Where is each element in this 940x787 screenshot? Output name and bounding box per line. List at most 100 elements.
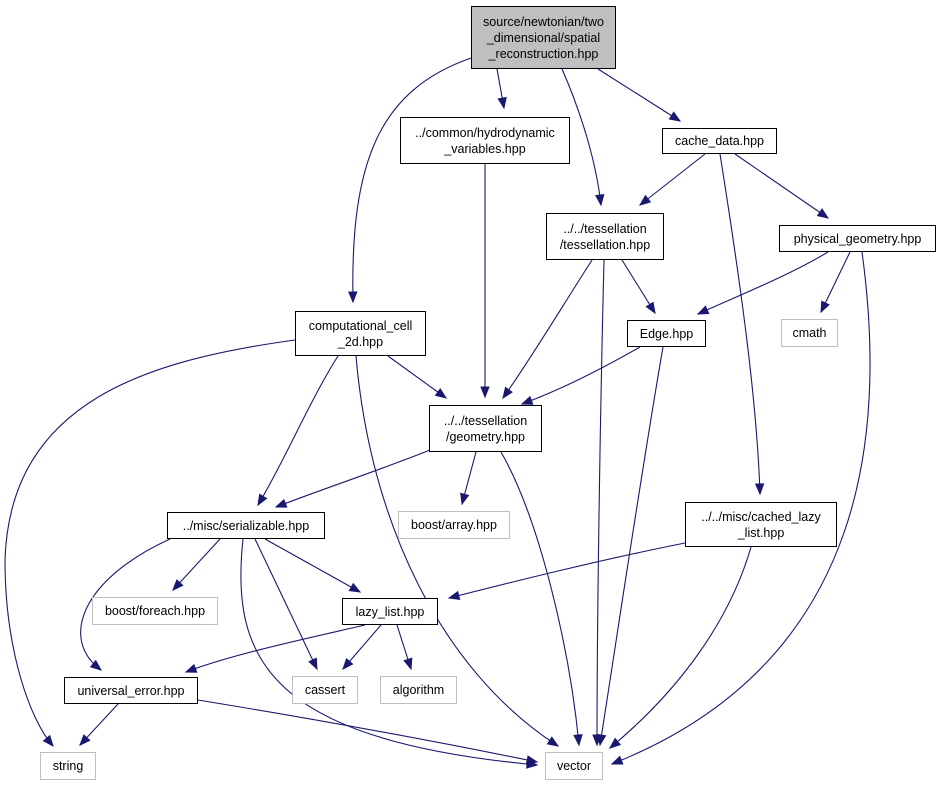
node-computational-cell-2d[interactable]: computational_cell _2d.hpp (295, 311, 426, 356)
edge-tessellation-to-geometry (502, 259, 593, 399)
node-label: Edge.hpp (639, 326, 694, 341)
node-label: physical_geometry.hpp (793, 231, 922, 246)
node-label-line: ../../tessellation (443, 413, 528, 428)
node-label-line: _variables.hpp (444, 141, 526, 156)
edge-arrowhead (497, 96, 507, 110)
edge-edge-to-vector (599, 346, 664, 746)
edge-serializable-to-boost_foreach (172, 538, 221, 591)
edge-arrowhead (308, 657, 318, 671)
node-algorithm[interactable]: algorithm (380, 676, 457, 704)
node-cached-lazy-list[interactable]: ../../misc/cached_lazy _list.hpp (685, 502, 837, 547)
node-label-line: source/newtonian/two (483, 14, 604, 29)
edge-arrowhead (816, 208, 830, 219)
node-serializable[interactable]: ../misc/serializable.hpp (167, 512, 325, 539)
edge-comp_cell-to-serializable (257, 355, 339, 506)
edge-serializable-to-lazy_list (264, 538, 361, 593)
edge-arrowhead (502, 386, 513, 400)
edge-arrowhead (460, 492, 470, 506)
node-label-line: /geometry.hpp (446, 429, 525, 444)
edge-root-to-tessellation (561, 68, 602, 206)
node-edge[interactable]: Edge.hpp (627, 320, 706, 347)
edge-arrowhead (403, 657, 413, 671)
edge-arrowhead (480, 386, 490, 399)
node-lazy-list[interactable]: lazy_list.hpp (342, 598, 438, 625)
edge-arrowhead (573, 734, 583, 747)
node-boost-foreach[interactable]: boost/foreach.hpp (92, 597, 218, 625)
node-label-line: /tessellation.hpp (559, 237, 651, 252)
edge-lazy_list-to-universal_error (185, 624, 366, 673)
node-physical-geometry[interactable]: physical_geometry.hpp (779, 225, 936, 252)
edge-arrowhead (79, 734, 91, 746)
edge-geometry-to-serializable (275, 449, 431, 508)
node-universal-error[interactable]: universal_error.hpp (64, 677, 198, 704)
edge-arrowhead (596, 733, 607, 747)
edge-arrowhead (525, 755, 539, 765)
edge-arrowhead (754, 483, 765, 496)
node-label-line: ../common/hydrodynamic (415, 125, 555, 140)
node-label: boost/foreach.hpp (104, 604, 206, 618)
edge-cached_lazy-to-vector (609, 546, 752, 749)
edge-physical_geometry-to-edge (697, 251, 829, 315)
edge-arrowhead (696, 305, 710, 315)
edge-physical_geometry-to-cmath (820, 251, 851, 313)
node-label-line: ../../tessellation (563, 221, 647, 236)
edge-arrowhead (274, 498, 288, 508)
edge-arrowhead (89, 659, 103, 671)
edge-arrowhead (645, 301, 656, 315)
node-cmath[interactable]: cmath (781, 319, 838, 347)
node-label: cache_data.hpp (675, 134, 764, 148)
edge-comp_cell-to-vector (355, 355, 559, 747)
edge-physical_geometry-to-vector (611, 251, 871, 765)
edge-arrowhead (595, 194, 605, 207)
edge-cache_data-to-cached_lazy (719, 153, 761, 495)
edge-cached_lazy-to-lazy_list (448, 542, 686, 599)
node-label-line: _2d.hpp (337, 334, 384, 349)
edge-arrowhead (447, 590, 461, 601)
edge-arrowhead (520, 395, 534, 405)
node-string[interactable]: string (40, 752, 96, 780)
edge-arrowhead (342, 657, 354, 671)
edge-root-to-cache_data (597, 68, 681, 122)
node-label: vector (556, 759, 592, 773)
node-label: algorithm (392, 683, 445, 697)
node-label-line: _dimensional/spatial (486, 30, 601, 45)
edge-serializable-to-vector (240, 538, 538, 766)
edge-arrowhead (434, 388, 448, 399)
edge-geometry-to-vector (500, 451, 580, 746)
edge-serializable-to-universal_error (80, 538, 171, 671)
edge-cache_data-to-physical_geometry (734, 153, 829, 219)
node-label: universal_error.hpp (77, 683, 185, 698)
node-label-line: computational_cell (308, 318, 413, 333)
node-label-line: _list.hpp (737, 525, 785, 540)
edge-arrowhead (184, 663, 198, 673)
edge-arrowhead (42, 734, 54, 748)
edge-arrowhead (546, 736, 560, 747)
node-vector[interactable]: vector (545, 752, 603, 780)
node-label: cassert (304, 683, 346, 697)
node-cassert[interactable]: cassert (292, 676, 358, 704)
node-spatial-reconstruction[interactable]: source/newtonian/two _dimensional/spatia… (471, 6, 616, 69)
node-cache-data[interactable]: cache_data.hpp (662, 128, 777, 154)
edge-edge-to-geometry (521, 346, 641, 405)
node-geometry[interactable]: ../../tessellation /geometry.hpp (429, 405, 542, 452)
edge-arrowhead (668, 111, 682, 122)
edge-arrowhead (638, 194, 652, 206)
edge-universal_error-to-vector (197, 699, 538, 763)
node-hydrodynamic-variables[interactable]: ../common/hydrodynamic _variables.hpp (400, 117, 570, 164)
edge-comp_cell-to-string (4, 339, 296, 747)
node-label: lazy_list.hpp (355, 604, 425, 619)
edge-arrowhead (172, 579, 184, 591)
edge-comp_cell-to-geometry (387, 355, 447, 399)
edge-root-to-comp_cell (352, 57, 472, 303)
node-boost-array[interactable]: boost/array.hpp (398, 511, 510, 539)
node-label: string (52, 759, 84, 773)
node-label-line: ../../misc/cached_lazy (701, 509, 821, 524)
node-label-line: _reconstruction.hpp (488, 46, 599, 61)
edge-arrowhead (820, 300, 830, 314)
node-label: boost/array.hpp (411, 518, 497, 532)
edge-cache_data-to-tessellation (639, 153, 706, 206)
edge-arrowhead (608, 737, 622, 749)
edge-serializable-to-cassert (254, 538, 318, 670)
node-tessellation[interactable]: ../../tessellation /tessellation.hpp (546, 213, 664, 260)
